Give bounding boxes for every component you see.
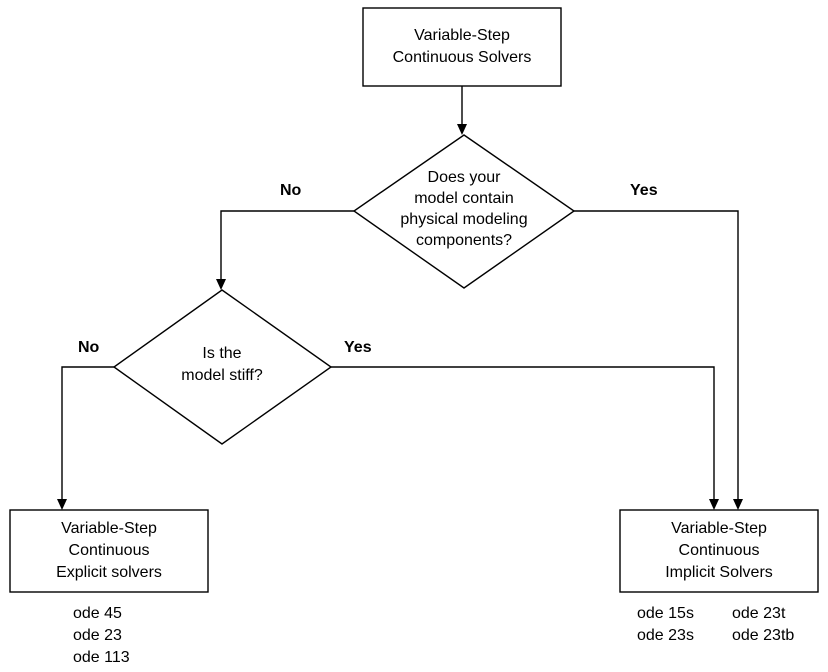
decision-physical-line-2: model contain (414, 190, 514, 207)
implicit-solver-item: ode 15s (637, 605, 694, 622)
arrowhead-stiff-no (57, 499, 67, 510)
label-physical-yes: Yes (630, 182, 658, 199)
start-box-line-1: Variable-Step (414, 27, 510, 44)
explicit-solvers-box (9, 509, 209, 593)
decision-stiff-line-1: Is the (202, 345, 241, 362)
decision-physical-diamond (352, 134, 576, 289)
implicit-solver-item: ode 23tb (732, 627, 794, 644)
edge-stiff-yes (331, 366, 715, 500)
label-stiff-no: No (78, 339, 100, 356)
decision-physical-line-1: Does your (428, 169, 502, 186)
arrowhead-start-to-physical (457, 124, 467, 135)
explicit-solver-item: ode 113 (73, 649, 130, 666)
label-physical-no: No (280, 182, 302, 199)
decision-stiff-diamond (112, 289, 333, 445)
label-stiff-yes: Yes (344, 339, 372, 356)
arrowhead-physical-no (216, 279, 226, 290)
implicit-box-line-1: Variable-Step (671, 520, 767, 537)
implicit-box-line-2: Continuous (679, 542, 760, 559)
explicit-box-line-2: Continuous (69, 542, 150, 559)
implicit-solvers-box (619, 509, 819, 593)
decision-physical-line-3: physical modeling (400, 211, 527, 228)
edge-physical-yes (574, 210, 739, 500)
implicit-solver-item: ode 23s (637, 627, 694, 644)
arrowhead-physical-yes (733, 499, 743, 510)
explicit-box-line-1: Variable-Step (61, 520, 157, 537)
implicit-box-line-3: Implicit Solvers (665, 564, 773, 581)
explicit-solver-item: ode 45 (73, 605, 122, 622)
implicit-solver-item: ode 23t (732, 605, 786, 622)
decision-stiff-line-2: model stiff? (181, 367, 263, 384)
edge-stiff-no (61, 366, 114, 500)
explicit-box-line-3: Explicit solvers (56, 564, 162, 581)
start-box-line-2: Continuous Solvers (393, 49, 532, 66)
decision-physical-line-4: components? (416, 232, 512, 249)
explicit-solver-item: ode 23 (73, 627, 122, 644)
start-box (362, 7, 562, 87)
arrowhead-stiff-yes (709, 499, 719, 510)
edge-physical-no (220, 210, 354, 280)
